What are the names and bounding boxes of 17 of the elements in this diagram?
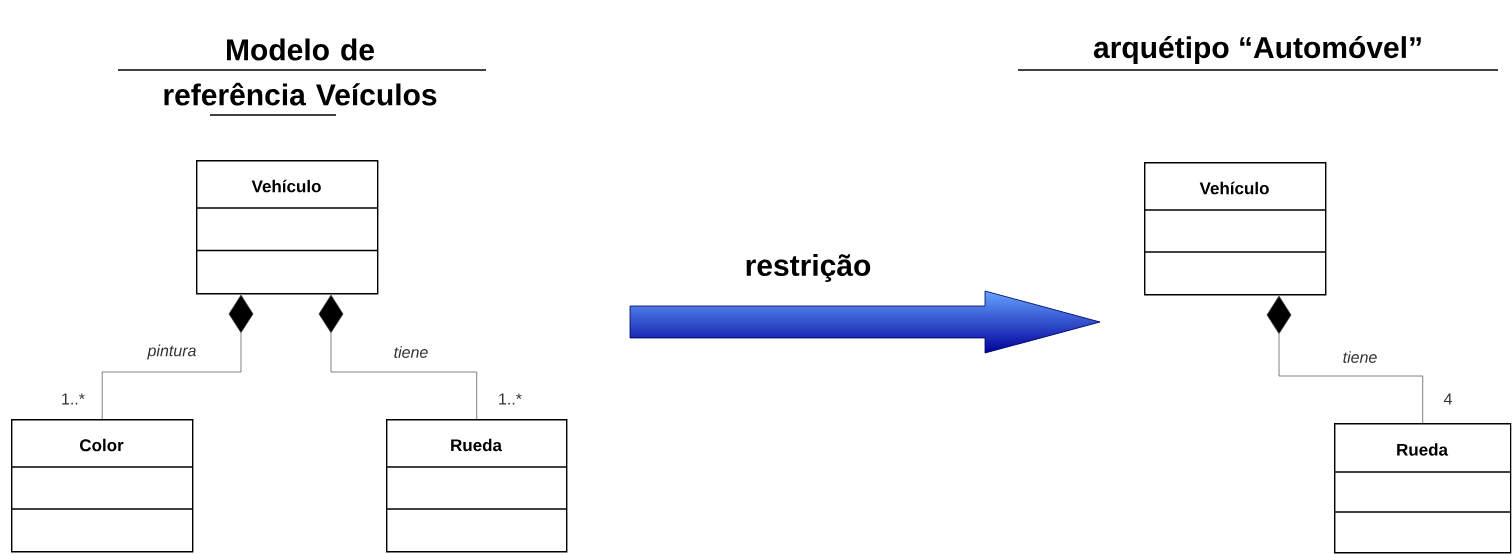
composition-line	[101, 294, 254, 420]
composition-line	[318, 294, 478, 420]
class-box: Rueda	[1333, 423, 1512, 554]
multiplicity-label: 1..*	[499, 393, 522, 405]
class-box: Color	[10, 419, 194, 553]
class-box: Vehículo	[195, 160, 379, 295]
multiplicity-label: 1..*	[62, 393, 85, 405]
edge-label: tiene	[1341, 350, 1379, 364]
edge-label: pintura	[146, 343, 198, 361]
heading: Modelo de referência Veículos	[117, 38, 487, 116]
composition-line	[1266, 295, 1424, 424]
multiplicity-label: 4	[1443, 393, 1452, 405]
heading: arquétipo “Automóvel”	[1017, 35, 1499, 71]
class-box: Rueda	[385, 419, 568, 553]
edge-label: tiene	[392, 345, 430, 359]
class-box: Vehículo	[1143, 162, 1327, 296]
arrow-label: restrição	[746, 254, 871, 282]
